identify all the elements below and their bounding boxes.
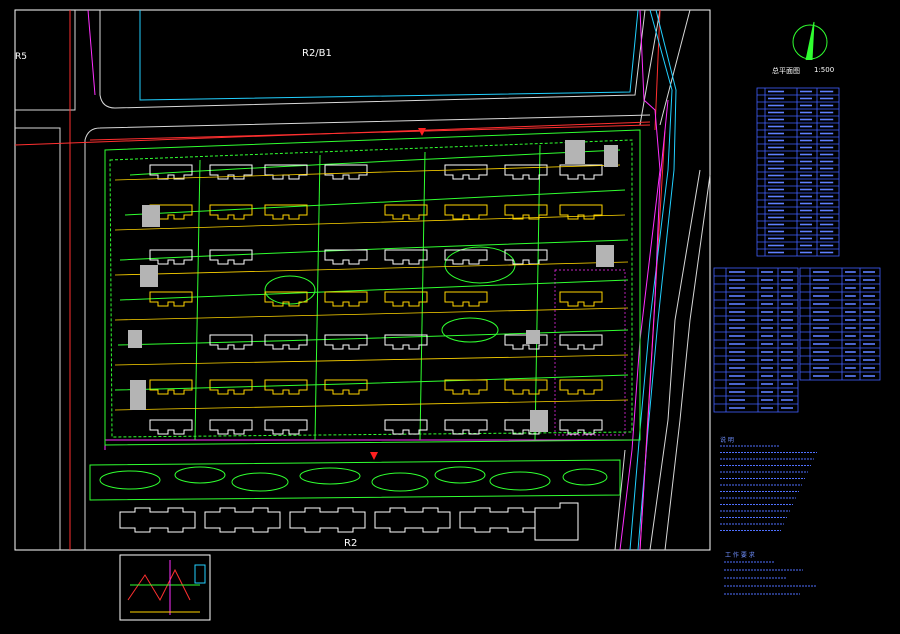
- notes2-title: 工 作 要 求: [725, 552, 755, 559]
- building-outline: [324, 164, 368, 180]
- building-outline: [149, 419, 193, 435]
- north-arrow-icon: [792, 21, 828, 61]
- building-outline: [324, 249, 368, 265]
- road-network: [15, 9, 711, 551]
- road-label-left: R5: [15, 52, 27, 62]
- building-outline: [149, 291, 193, 307]
- building-outline: [209, 419, 253, 435]
- building-outline: [559, 334, 603, 350]
- road-label-bottom: R2: [344, 538, 358, 549]
- building-outline: [444, 379, 488, 395]
- legend-table-3: [799, 267, 881, 381]
- general-notes: [720, 445, 817, 595]
- entrance-marker-icon: [370, 128, 426, 460]
- building-outline: [209, 379, 253, 395]
- building-outline: [504, 164, 548, 180]
- legend-table-2: [713, 267, 799, 413]
- building-outline: [444, 249, 488, 265]
- unit-outline: [289, 507, 366, 533]
- building-outline: [264, 334, 308, 350]
- landscape-area: [89, 129, 641, 501]
- unit-outline: [204, 507, 281, 533]
- building-outline: [324, 291, 368, 307]
- building-outline: [264, 379, 308, 395]
- building-outline: [444, 291, 488, 307]
- building-outline: [209, 204, 253, 220]
- building-outline: [559, 291, 603, 307]
- bottom-odd-block: [534, 502, 579, 541]
- building-outline: [559, 419, 603, 435]
- building-outline: [504, 334, 548, 350]
- building-outline: [324, 334, 368, 350]
- pipelines: [114, 164, 629, 411]
- building-outline: [384, 249, 428, 265]
- building-outline: [149, 379, 193, 395]
- legend-tables: [713, 87, 881, 413]
- notes-title: 说 明: [720, 437, 734, 444]
- building-outline: [264, 291, 308, 307]
- building-outline: [264, 419, 308, 435]
- legend-table-1: [756, 87, 840, 257]
- drawing-frame: [14, 9, 711, 551]
- cyan-boundary: [139, 9, 677, 551]
- building-outline: [559, 164, 603, 180]
- building-outline: [444, 204, 488, 220]
- building-outline: [149, 164, 193, 180]
- building-outline: [504, 249, 548, 265]
- building-footprints: [149, 164, 603, 435]
- bottom-building-row: [119, 507, 536, 533]
- building-outline: [384, 204, 428, 220]
- road-centerlines: [14, 9, 666, 551]
- scale-value: 1:500: [814, 66, 835, 74]
- building-outline: [209, 334, 253, 350]
- building-outline: [504, 204, 548, 220]
- building-outline: [559, 204, 603, 220]
- gray-patches: [128, 140, 618, 432]
- building-outline: [444, 164, 488, 180]
- building-outline: [444, 419, 488, 435]
- building-outline: [264, 204, 308, 220]
- unit-outline: [119, 507, 196, 533]
- building-outline: [504, 379, 548, 395]
- building-outline: [384, 334, 428, 350]
- building-outline: [209, 164, 253, 180]
- road-label-top: R2/B1: [302, 48, 332, 59]
- building-outline: [324, 379, 368, 395]
- hatched-zone: [554, 269, 626, 436]
- unit-outline: [374, 507, 451, 533]
- detail-drawing: [119, 554, 211, 621]
- building-outline: [384, 419, 428, 435]
- building-outline: [384, 291, 428, 307]
- building-outline: [209, 249, 253, 265]
- building-outline: [559, 379, 603, 395]
- scale-title: 总平面图: [772, 67, 800, 75]
- building-outline: [149, 249, 193, 265]
- unit-outline: [459, 507, 536, 533]
